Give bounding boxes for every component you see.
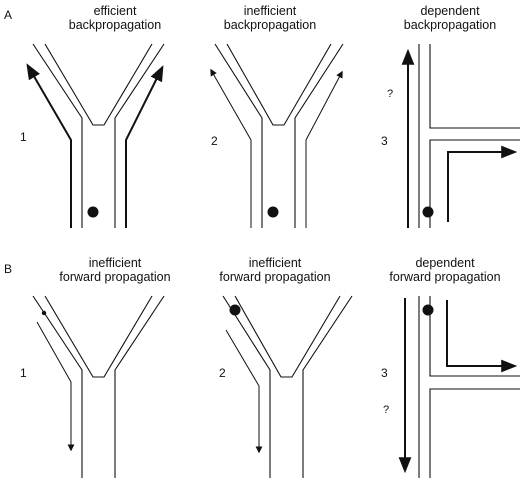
panel-b2-title: inefficient forward propagation [219, 256, 331, 284]
panel-a1-dendrite [32, 43, 165, 228]
panel-b1-dendrite [32, 295, 165, 478]
panel-b3-dendrite [418, 296, 520, 478]
panel-a3-question-mark: ? [387, 88, 394, 100]
panel-b1-soma-small [41, 310, 47, 316]
panel-b3-number: 3 [381, 366, 388, 380]
row-a-letter: A [4, 8, 13, 22]
panel-a1-arrow-left [26, 63, 72, 228]
panel-b1-arrow-down [36, 321, 75, 452]
panel-b1-title: inefficient forward propagation [59, 256, 171, 284]
panel-b3-arrow-right [446, 300, 518, 373]
panel-b2-soma [229, 304, 241, 316]
panel-b2-arrow-down [225, 329, 263, 454]
panel-b3-title: dependent forward propagation [389, 256, 501, 284]
panel-b2-dendrite [222, 295, 353, 478]
row-b-letter: B [4, 262, 13, 276]
panel-b3-soma [422, 304, 434, 316]
panel-a2-soma [267, 206, 279, 218]
panel-a3-number: 3 [381, 134, 388, 148]
panel-a2-arrow-right [305, 70, 343, 228]
panel-a3-title: dependent backpropagation [403, 4, 497, 32]
panel-b2-number: 2 [219, 366, 226, 380]
panel-b1-number: 1 [20, 366, 27, 380]
panel-a2-title: inefficient backpropagation [223, 4, 317, 32]
panel-a1-arrow-right [125, 65, 164, 228]
panel-a1-title: efficient backpropagation [68, 4, 162, 32]
panel-a3-dendrite [418, 44, 520, 228]
panel-b3-question-mark: ? [383, 404, 390, 416]
panel-a1-number: 1 [20, 130, 27, 144]
panel-a2-arrow-left [210, 68, 252, 228]
panel-a2-number: 2 [211, 134, 218, 148]
panel-a3-soma [422, 206, 434, 218]
panel-a1-soma [87, 206, 99, 218]
panel-a2-dendrite [214, 43, 344, 228]
panel-a3-arrow-right [447, 145, 518, 222]
